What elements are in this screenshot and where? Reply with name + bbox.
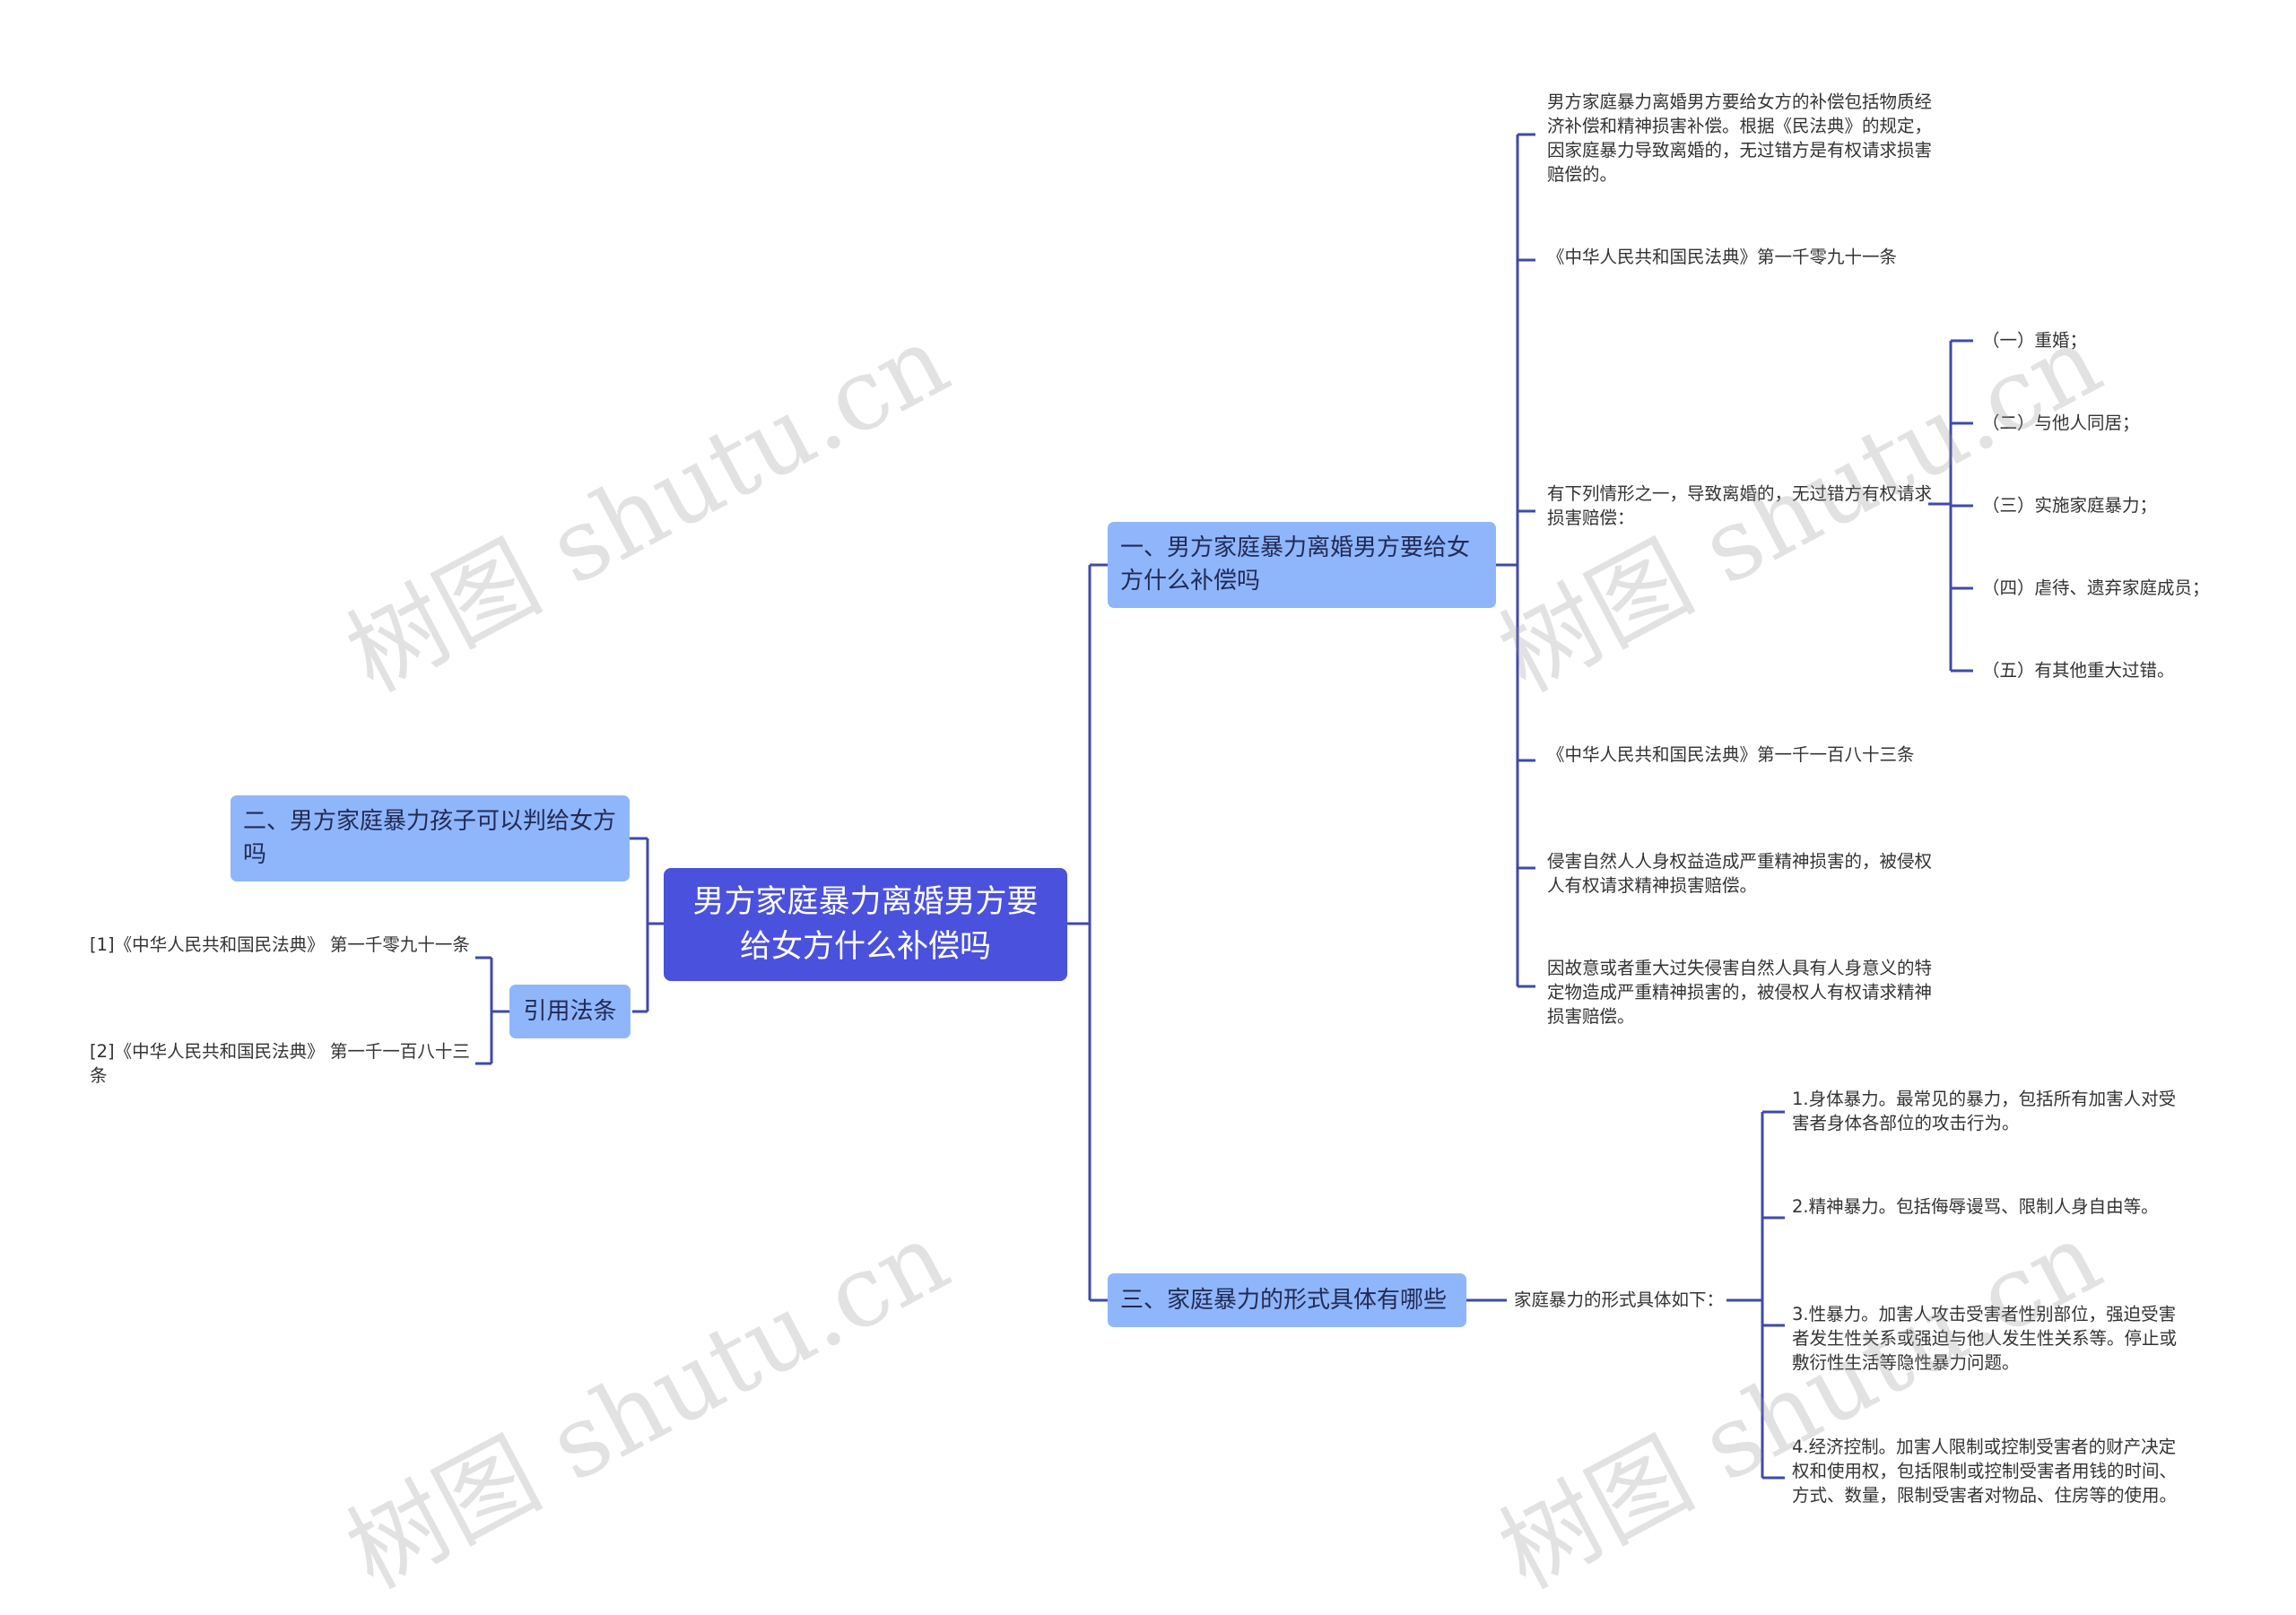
- root-topic-label: 男方家庭暴力离婚男方要给女方什么补偿吗: [692, 884, 1039, 965]
- link-root-left-trunk: [630, 837, 664, 1013]
- branch-compensation-label: 一、男方家庭暴力离婚男方要给女方什么补偿吗: [1120, 534, 1471, 595]
- leaf-compensation-summary: 男方家庭暴力离婚男方要给女方的补偿包括物质经济补偿和精神损害补偿。根据《民法典》…: [1547, 91, 1933, 185]
- form-mental: 2.精神暴力。包括侮辱谩骂、限制人身自由等。: [1792, 1196, 2159, 1217]
- leaf-specific-object: 因故意或者重大过失侵害自然人具有人身意义的特定物造成严重精神损害的，被侵权人有权…: [1547, 958, 1933, 1027]
- sub-item-4: （四）虐待、遗弃家庭成员；: [1982, 577, 2210, 598]
- citation-1: [1]《中华人民共和国民法典》 第一千零九十一条: [90, 934, 470, 955]
- sub-item-3: （三）实施家庭暴力；: [1982, 495, 2158, 516]
- sub-item-1: （一）重婚；: [1982, 330, 2088, 351]
- leaf-article-1183: 《中华人民共和国民法典》第一千一百八十三条: [1547, 744, 1915, 765]
- sub-item-5: （五）有其他重大过错。: [1982, 660, 2175, 681]
- link-root-right-trunk: [1067, 563, 1112, 1302]
- link-citations-trunk: [475, 956, 509, 1065]
- form-economic: 4.经济控制。加害人限制或控制受害者的财产决定权和使用权，包括限制或控制受害者用…: [1792, 1437, 2178, 1506]
- branch-citations[interactable]: 引用法条: [509, 985, 631, 1038]
- branch-citations-label: 引用法条: [523, 997, 617, 1025]
- form-physical: 1.身体暴力。最常见的暴力，包括所有加害人对受害者身体各部位的攻击行为。: [1792, 1089, 2177, 1133]
- leaf-forms-intro: 家庭暴力的形式具体如下：: [1514, 1289, 1725, 1310]
- leaf-circumstances: 有下列情形之一，导致离婚的，无过错方有权请求损害赔偿：: [1547, 483, 1933, 528]
- branch-violence-forms[interactable]: 三、家庭暴力的形式具体有哪些: [1108, 1273, 1466, 1327]
- branch-violence-forms-label: 三、家庭暴力的形式具体有哪些: [1120, 1286, 1448, 1314]
- sub-item-2: （二）与他人同居；: [1982, 412, 2140, 433]
- leaf-mental-damage: 侵害自然人人身权益造成严重精神损害的，被侵权人有权请求精神损害赔偿。: [1547, 851, 1933, 896]
- citation-2: [2]《中华人民共和国民法典》 第一千一百八十三条: [90, 1041, 470, 1086]
- link-subitems-trunk: [1928, 339, 1973, 673]
- form-sexual: 3.性暴力。加害人攻击受害者性别部位，强迫受害者发生性关系或强迫与他人发生性关系…: [1792, 1304, 2178, 1373]
- link-branch1-trunk: [1496, 133, 1535, 988]
- link-forms-trunk: [1726, 1110, 1785, 1480]
- leaf-article-1091: 《中华人民共和国民法典》第一千零九十一条: [1547, 247, 1898, 267]
- branch-compensation[interactable]: 一、男方家庭暴力离婚男方要给女方什么补偿吗: [1108, 522, 1496, 608]
- branch-child-custody[interactable]: 二、男方家庭暴力孩子可以判给女方吗: [230, 795, 630, 881]
- root-topic[interactable]: 男方家庭暴力离婚男方要给女方什么补偿吗: [664, 868, 1067, 981]
- branch-child-custody-label: 二、男方家庭暴力孩子可以判给女方吗: [243, 808, 617, 868]
